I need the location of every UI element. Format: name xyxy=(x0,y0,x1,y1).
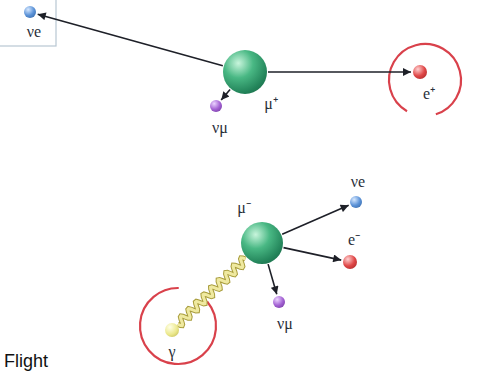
decay-arrow xyxy=(284,248,342,260)
particle-label: γ xyxy=(168,344,175,360)
decay-arrow xyxy=(268,264,277,294)
particle-label: νμ xyxy=(212,120,228,136)
particle-sphere: νe xyxy=(350,196,362,208)
decay-arrow xyxy=(282,205,349,234)
particle-label: e⁺ xyxy=(423,86,435,102)
decay-arrow xyxy=(221,89,230,99)
particle-sphere: νμ xyxy=(210,100,222,112)
particle-sphere: e⁻ xyxy=(343,255,357,269)
particle-label: νe xyxy=(27,24,41,40)
particle-sphere: νe xyxy=(24,6,36,18)
particle-sphere: μ⁺ xyxy=(223,50,267,94)
particle-sphere: e⁺ xyxy=(413,65,427,79)
particle-label: μ⁺ xyxy=(264,96,278,112)
particle-sphere: νμ xyxy=(273,296,285,308)
decay-arrow xyxy=(268,71,411,73)
decay-arrow xyxy=(38,14,223,66)
particle-label: νμ xyxy=(277,316,293,332)
caption-fragment: Flight xyxy=(4,352,48,370)
frame-corner xyxy=(0,0,56,46)
particle-label: e⁻ xyxy=(348,232,360,248)
photon-outline xyxy=(178,258,246,326)
particle-label: νe xyxy=(351,174,365,190)
highlight-circle xyxy=(376,31,474,129)
photon-line xyxy=(178,258,246,326)
particle-sphere: μ⁻ xyxy=(241,222,283,264)
particle-label: μ⁻ xyxy=(237,200,251,216)
particle-sphere: γ xyxy=(165,323,179,337)
